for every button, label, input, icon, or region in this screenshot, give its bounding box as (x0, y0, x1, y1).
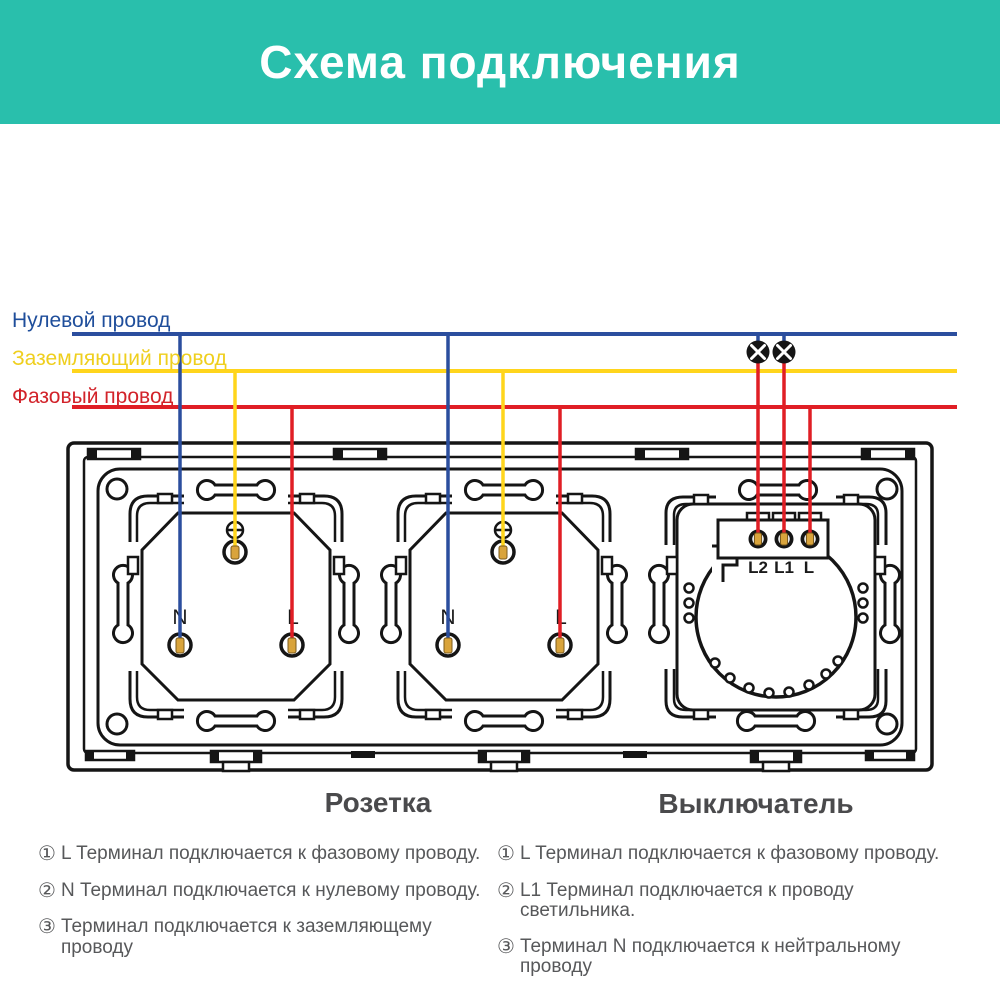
note-text: L1 Терминал подключается к проводу свети… (519, 879, 854, 922)
note-item: ③ Терминал N подключается к нейтральному… (497, 935, 965, 978)
note-marker: ③ (497, 935, 515, 958)
screw-hole (875, 712, 899, 736)
mounting-clips-bottom (84, 749, 916, 773)
note-marker: ② (38, 879, 56, 902)
note-text: L Терминал подключается к фазовому прово… (519, 843, 940, 864)
lamp-icon-2 (772, 340, 796, 364)
note-text: L Терминал подключается к фазовому прово… (60, 843, 481, 864)
note-item: ① L Терминал подключается к фазовому про… (38, 843, 500, 866)
screw-hole (105, 712, 129, 736)
note-item: ② N Терминал подключается к нулевому про… (38, 879, 500, 903)
terminal-pins (175, 532, 814, 654)
note-item: ② L1 Терминал подключается к проводу све… (497, 879, 965, 922)
switch-module: L2 L1 L (664, 493, 888, 721)
caption-switch: Выключатель (658, 788, 854, 819)
terminal-label-l1: L1 (774, 558, 794, 577)
screw-hole (875, 477, 899, 501)
header-banner: Схема подключения (0, 0, 1000, 124)
wire-label-ground: Заземляющий провод (12, 347, 227, 370)
mounting-clips-top (86, 447, 916, 461)
lamp-icon-1 (746, 340, 770, 364)
vent-bumps (683, 582, 869, 699)
notes-left: ① L Терминал подключается к фазовому про… (38, 843, 500, 973)
wire-label-phase: Фазовый провод (12, 385, 173, 408)
note-text: N Терминал подключается к нулевому прово… (60, 879, 481, 901)
terminal-label-l2: L2 (748, 558, 768, 577)
note-item: ③ Терминал подключается к заземляющему п… (38, 916, 500, 958)
note-marker: ② (497, 879, 515, 902)
note-text: Терминал N подключается к нейтральному п… (519, 935, 901, 978)
wire-label-neutral: Нулевой провод (12, 309, 170, 332)
note-item: ① L Терминал подключается к фазовому про… (497, 843, 965, 866)
note-text: Терминал подключается к заземляющему про… (60, 916, 432, 958)
note-marker: ① (38, 843, 56, 865)
notes-right: ① L Терминал подключается к фазовому про… (497, 843, 965, 993)
wires (72, 332, 957, 641)
note-marker: ① (497, 843, 515, 865)
page-title: Схема подключения (259, 36, 741, 88)
caption-socket: Розетка (324, 787, 432, 818)
terminal-label-l: L (804, 558, 814, 577)
screw-hole (105, 477, 129, 501)
note-marker: ③ (38, 916, 56, 939)
